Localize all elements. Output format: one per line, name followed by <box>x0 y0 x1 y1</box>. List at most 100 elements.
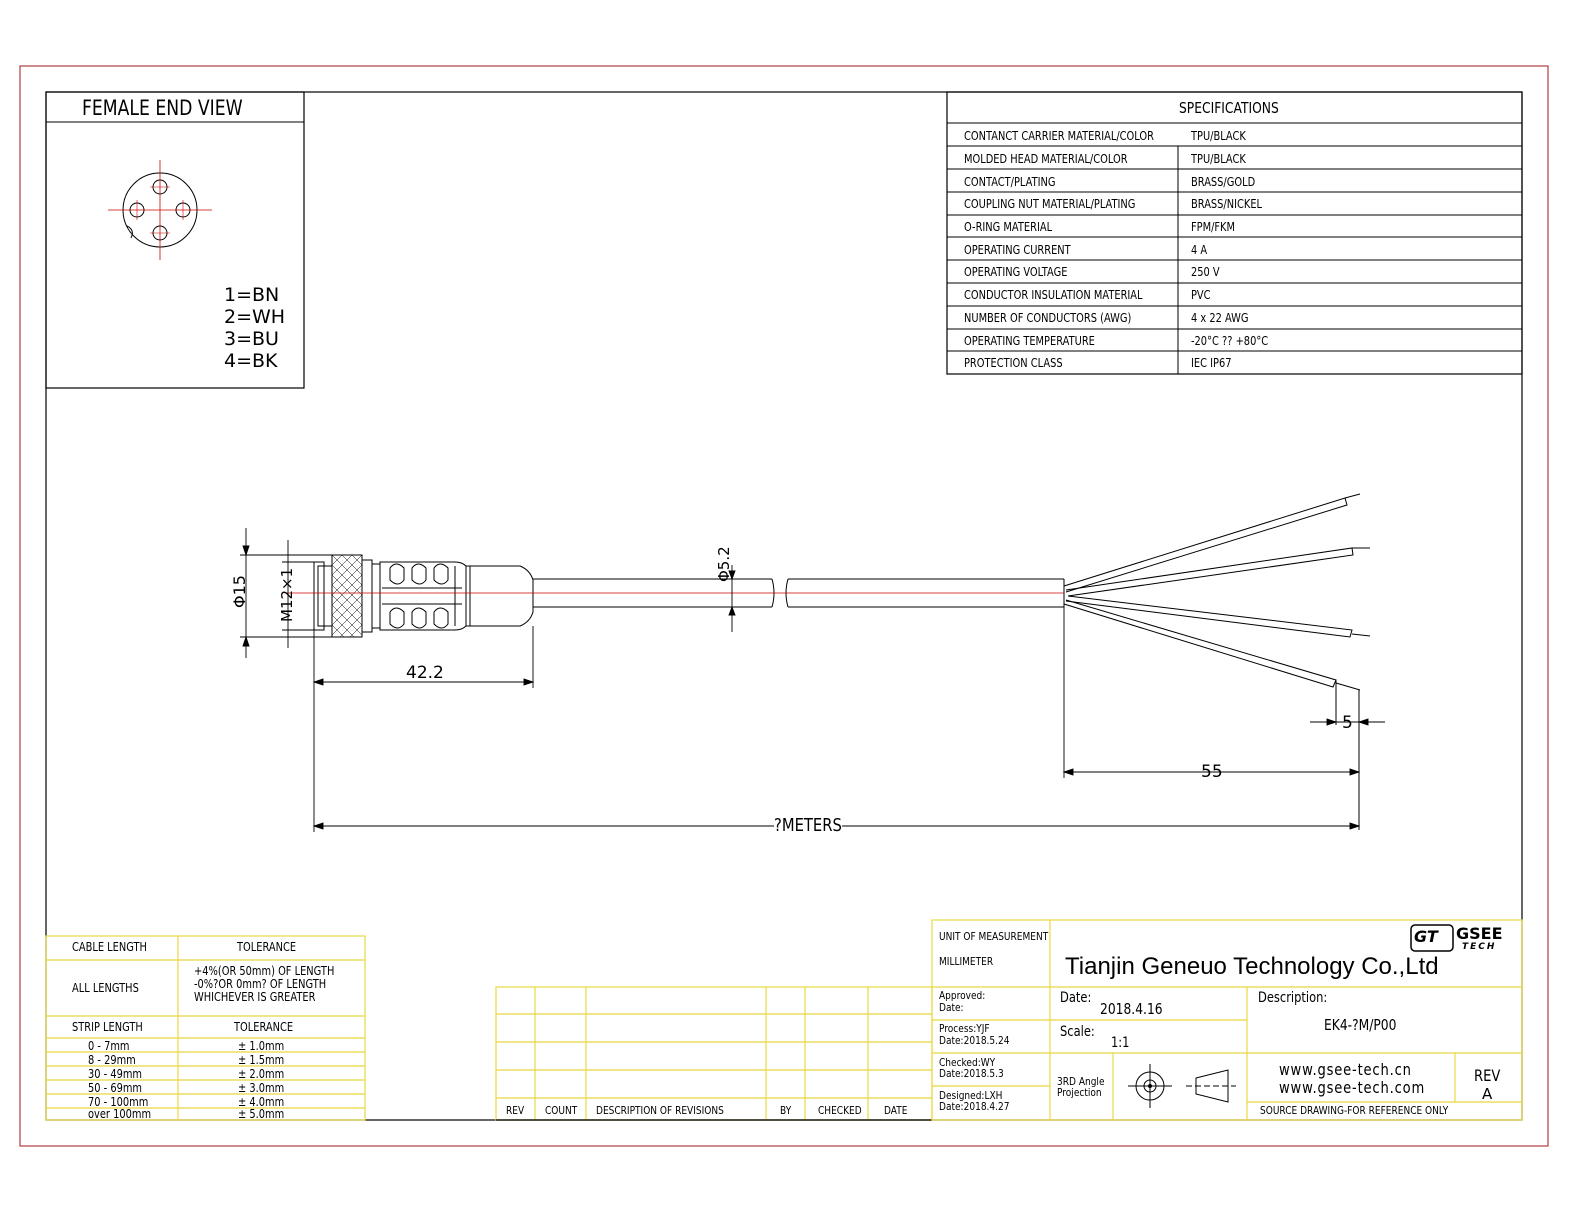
spec-value: 4 A <box>1191 243 1208 257</box>
tolerance-line: WHICHEVER IS GREATER <box>194 990 316 1004</box>
title-block-frame <box>931 919 1523 1121</box>
logo-sub: TECH <box>1462 942 1497 952</box>
pin-1: 1=BN <box>224 284 280 306</box>
rev-header-date: DATE <box>884 1104 908 1117</box>
spec-key: CONTANCT CARRIER MATERIAL/COLOR <box>964 129 1154 143</box>
strip-tolerance: ± 4.0mm <box>238 1095 285 1109</box>
designed-date: Date:2018.4.27 <box>939 1100 1010 1113</box>
revision-table-frame <box>495 986 933 1121</box>
unit-label: UNIT OF MEASUREMENT <box>939 930 1049 943</box>
knurl-pattern <box>331 554 363 638</box>
spec-value: BRASS/NICKEL <box>1191 197 1263 211</box>
rev-header-count: COUNT <box>545 1104 578 1117</box>
website-com: www.gsee-tech.com <box>1279 1078 1426 1097</box>
end-view-title: FEMALE END VIEW <box>82 96 243 120</box>
spec-row: PROTECTION CLASS IEC IP67 <box>949 352 1522 374</box>
date-label: Date: <box>1060 990 1092 1006</box>
dim-diameter-15: Φ15 <box>230 575 249 608</box>
strip-length: 0 - 7mm <box>88 1039 130 1053</box>
spec-title: SPECIFICATIONS <box>1179 99 1279 117</box>
strip-tolerance: ± 5.0mm <box>238 1107 285 1121</box>
projection-symbol <box>1128 1064 1236 1108</box>
unit-value: MILLIMETER <box>939 955 994 968</box>
dim-strip-5: 5 <box>1342 713 1353 733</box>
source-note: SOURCE DRAWING-FOR REFERENCE ONLY <box>1260 1104 1449 1117</box>
checked-label: Checked:WY <box>939 1056 996 1069</box>
dim-diameter-5-2: Φ5.2 <box>715 546 733 582</box>
projection-line: 3RD Angle <box>1057 1075 1105 1088</box>
spec-value: BRASS/GOLD <box>1191 175 1256 189</box>
strip-length-header: STRIP LENGTH <box>72 1020 143 1034</box>
spec-table-frame <box>946 91 1523 375</box>
spec-row: NUMBER OF CONDUCTORS (AWG) 4 x 22 AWG <box>949 307 1522 329</box>
tolerance-line: -0%?OR 0mm? OF LENGTH <box>194 977 327 991</box>
all-lengths-label: ALL LENGTHS <box>72 981 139 995</box>
company-name: Tianjin Geneuo Technology Co.,Ltd <box>1065 953 1439 980</box>
spec-key: CONDUCTOR INSULATION MATERIAL <box>964 288 1143 302</box>
rev-header-by: BY <box>780 1104 792 1117</box>
strip-length: 50 - 69mm <box>88 1081 143 1095</box>
spec-row: CONTACT/PLATING BRASS/GOLD <box>949 171 1522 193</box>
date-value: 2018.4.16 <box>1100 1000 1163 1018</box>
spec-value: TPU/BLACK <box>1191 152 1246 166</box>
scale-label: Scale: <box>1060 1024 1095 1040</box>
pin-3: 3=BU <box>224 328 279 350</box>
approved-label: Approved: <box>939 989 986 1002</box>
spec-value: 4 x 22 AWG <box>1191 311 1249 325</box>
rev-header-rev: REV <box>506 1104 525 1117</box>
rev-header-description: DESCRIPTION OF REVISIONS <box>596 1104 724 1117</box>
pin-2: 2=WH <box>224 306 286 328</box>
cable-length-header: CABLE LENGTH <box>72 940 147 954</box>
description-label: Description: <box>1258 990 1328 1006</box>
dim-meters: ?METERS <box>774 815 842 836</box>
strip-length: over 100mm <box>88 1107 152 1121</box>
website-cn: www.gsee-tech.cn <box>1279 1060 1412 1079</box>
approved-date: Date: <box>939 1001 964 1014</box>
projection-line: Projection <box>1057 1086 1102 1099</box>
spec-row: MOLDED HEAD MATERIAL/COLOR TPU/BLACK <box>949 148 1522 170</box>
company-logo <box>1410 924 1454 952</box>
process-date: Date:2018.5.24 <box>939 1034 1010 1047</box>
strip-length: 70 - 100mm <box>88 1095 149 1109</box>
designed-label: Designed:LXH <box>939 1089 1003 1102</box>
scale-value: 1:1 <box>1111 1035 1130 1051</box>
strip-tolerance-header: TOLERANCE <box>234 1020 294 1034</box>
strip-length: 8 - 29mm <box>88 1053 136 1067</box>
strip-tolerance: ± 2.0mm <box>238 1067 285 1081</box>
tolerance-header: TOLERANCE <box>237 940 297 954</box>
dim-thread-m12: M12×1 <box>278 567 296 622</box>
spec-key: COUPLING NUT MATERIAL/PLATING <box>964 197 1136 211</box>
strip-tolerance: ± 3.0mm <box>238 1081 285 1095</box>
spec-key: CONTACT/PLATING <box>964 175 1056 189</box>
connector-end-view <box>108 160 212 260</box>
dim-length-42-2: 42.2 <box>406 663 444 683</box>
spec-key: PROTECTION CLASS <box>964 356 1063 370</box>
spec-row: COUPLING NUT MATERIAL/PLATING BRASS/NICKE… <box>949 193 1522 215</box>
dimension-lines <box>240 528 1385 832</box>
spec-key: NUMBER OF CONDUCTORS (AWG) <box>964 311 1132 325</box>
logo-mark: GT <box>1414 927 1438 946</box>
tolerance-table-frame <box>45 935 366 1121</box>
rev-header-checked: CHECKED <box>818 1104 862 1117</box>
spec-key: OPERATING VOLTAGE <box>964 265 1068 279</box>
spec-key: MOLDED HEAD MATERIAL/COLOR <box>964 152 1128 166</box>
spec-key: OPERATING TEMPERATURE <box>964 334 1095 348</box>
spec-value: IEC IP67 <box>1191 356 1232 370</box>
dim-length-55: 55 <box>1201 762 1223 782</box>
rev-value: A <box>1482 1085 1493 1103</box>
spec-value: PVC <box>1191 288 1211 302</box>
spec-row: OPERATING TEMPERATURE-20°C ?? +80°C <box>949 330 1522 352</box>
spec-row: OPERATING CURRENT 4 A <box>949 239 1522 261</box>
tolerance-line: +4%(OR 50mm) OF LENGTH <box>194 964 335 978</box>
process-label: Process:YJF <box>939 1022 990 1035</box>
spec-key: OPERATING CURRENT <box>964 243 1071 257</box>
checked-date: Date:2018.5.3 <box>939 1067 1004 1080</box>
end-view-frame <box>45 91 305 389</box>
spec-value: FPM/FKM <box>1191 220 1236 234</box>
strip-tolerance: ± 1.5mm <box>238 1053 285 1067</box>
outer-border <box>19 65 1549 1147</box>
